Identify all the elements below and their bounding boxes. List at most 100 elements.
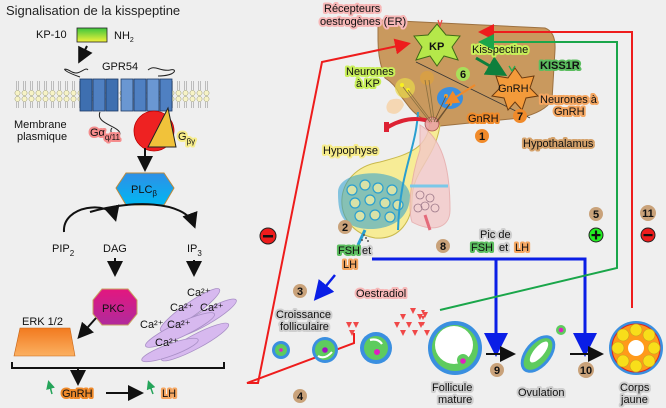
- receptor-loop: [147, 67, 175, 77]
- membrane-label: plasmique: [17, 131, 67, 143]
- portal-outflow: [356, 229, 367, 246]
- step-badge-11: 11: [640, 205, 656, 221]
- panel-title: Signalisation de la kisspeptine: [6, 3, 180, 18]
- svg-text:8: 8: [440, 241, 446, 253]
- et-label: et: [362, 245, 371, 257]
- peak-lh-label: LH: [515, 242, 529, 254]
- left-panel: Signalisation de la kisspeptine KP-10 NH…: [6, 3, 237, 402]
- corpus-luteum-label: jaune: [620, 394, 648, 406]
- svg-text:4: 4: [297, 391, 304, 403]
- kp-neurons-label: à KP: [356, 78, 380, 90]
- step-badge-8: 8: [436, 239, 450, 253]
- step-badge-3: 3: [293, 284, 307, 298]
- lh-surge-to-corpus-arrow: [372, 257, 597, 357]
- calcium-label: Ca²⁺: [170, 302, 194, 314]
- kp10-peptide: [76, 27, 108, 43]
- growth-label: Croissance: [276, 309, 331, 321]
- fsh-label: FSH: [338, 245, 360, 257]
- hypothalamus-label: Hypothalamus: [523, 138, 594, 150]
- receptor-loop: [64, 68, 89, 78]
- binding-arrow: [78, 45, 93, 64]
- negative-feedback-progesterone-path: [478, 24, 633, 308]
- svg-text:11: 11: [642, 208, 654, 220]
- pkc-enzyme: [92, 288, 138, 326]
- gnrh-release-arrow: [444, 84, 476, 105]
- er-receptor: [437, 19, 443, 28]
- svg-text:10: 10: [580, 365, 592, 377]
- ligand-label: KP-10: [36, 29, 67, 41]
- svg-text:3: 3: [297, 286, 303, 298]
- gnrh-neuron-star: [490, 67, 540, 111]
- calcium-label: Ca²⁺: [200, 302, 224, 314]
- gnrh-release-label: GnRH: [468, 113, 499, 125]
- step-badge-6: 6: [456, 67, 470, 81]
- receptor-loop: [98, 111, 121, 137]
- portal-vein: [397, 111, 419, 231]
- step-badge-1: 1: [475, 129, 489, 143]
- growing-follicle: [312, 337, 338, 363]
- svg-text:6: 6: [460, 69, 466, 81]
- g-beta-gamma-subunit: [147, 106, 177, 148]
- svg-text:2: 2: [342, 222, 348, 234]
- kisspeptin-label: Kisspectine: [472, 44, 528, 56]
- calcium-label: Ca²⁺: [140, 319, 164, 331]
- ip3-label: IP3: [187, 243, 202, 258]
- g-beta-gamma-label: Gβγ: [178, 131, 195, 146]
- calcium-ions: Ca²⁺ Ca²⁺ Ca²⁺ Ca²⁺ Ca²⁺ Ca²⁺: [140, 287, 224, 349]
- capillary-network: [346, 179, 404, 223]
- convergence-bracket: [11, 362, 225, 369]
- membrane-label: Membrane: [14, 119, 67, 131]
- posterior-pituitary: [409, 124, 451, 229]
- increase-icon: [46, 380, 55, 395]
- step-badge-5: 5: [589, 207, 603, 221]
- step-badge-2: 2: [338, 220, 352, 234]
- kiss1r-label: KISS1R: [540, 60, 580, 72]
- gnrh-output-label: GnRH: [62, 388, 93, 400]
- svg-text:7: 7: [517, 111, 523, 123]
- gnrh-star-label: GnRH: [498, 83, 529, 95]
- plc-label: PLCβ: [131, 184, 157, 198]
- kisspeptin-arrow: [475, 56, 508, 76]
- growth-label: folliculaire: [280, 321, 329, 333]
- gnrh-neurons-label: GnRH: [554, 106, 585, 118]
- step-badge-7: 7: [513, 109, 527, 123]
- antral-follicle: [360, 332, 392, 364]
- calcium-label: Ca²⁺: [167, 319, 191, 331]
- er-label: oestrogènes (ER): [320, 16, 406, 28]
- peak-label: Pic de: [480, 229, 511, 241]
- calcium-label: Ca²⁺: [155, 337, 179, 349]
- kiss1r-receptor: [508, 65, 516, 73]
- kp-label: KP: [429, 41, 444, 53]
- pip2-to-dag-arrow: [62, 204, 120, 233]
- hypophyse-label: Hypophyse: [323, 145, 378, 157]
- ovulation-label: Ovulation: [518, 387, 564, 399]
- kp-neurons-label: Neurones: [346, 66, 394, 78]
- pkc-to-erk-arrow: [77, 317, 97, 339]
- ovulating-follicle: [520, 325, 566, 373]
- hormone-droplets: [361, 234, 369, 242]
- mature-follicle-label: Follicule: [432, 382, 472, 394]
- svg-text:9: 9: [494, 365, 500, 377]
- endoplasmic-reticulum: [141, 288, 237, 363]
- calcium-label: Ca²⁺: [187, 287, 211, 299]
- step-badge-9: 9: [490, 363, 504, 377]
- posterior-network: [413, 190, 440, 213]
- corpus-luteum: [609, 321, 663, 375]
- estradiol-molecules: [346, 308, 430, 336]
- step-badge-4: 4: [293, 389, 307, 403]
- lh-label: LH: [343, 259, 357, 271]
- receptor-label: GPR54: [102, 61, 138, 73]
- minus-glyph: [643, 234, 653, 237]
- negative-feedback-estradiol-path: [246, 38, 411, 384]
- mature-follicle-label: mature: [438, 394, 472, 406]
- mature-follicle: [428, 321, 482, 375]
- svg-text:5: 5: [593, 209, 599, 221]
- svg-text:1: 1: [479, 131, 485, 143]
- increase-icon: [146, 380, 156, 395]
- peak-et-label: et: [499, 242, 508, 254]
- g-alpha-label: Gαq/11: [90, 127, 120, 142]
- plus-glyph: [594, 230, 598, 240]
- dag-label: DAG: [103, 243, 127, 255]
- primordial-follicle: [272, 341, 290, 359]
